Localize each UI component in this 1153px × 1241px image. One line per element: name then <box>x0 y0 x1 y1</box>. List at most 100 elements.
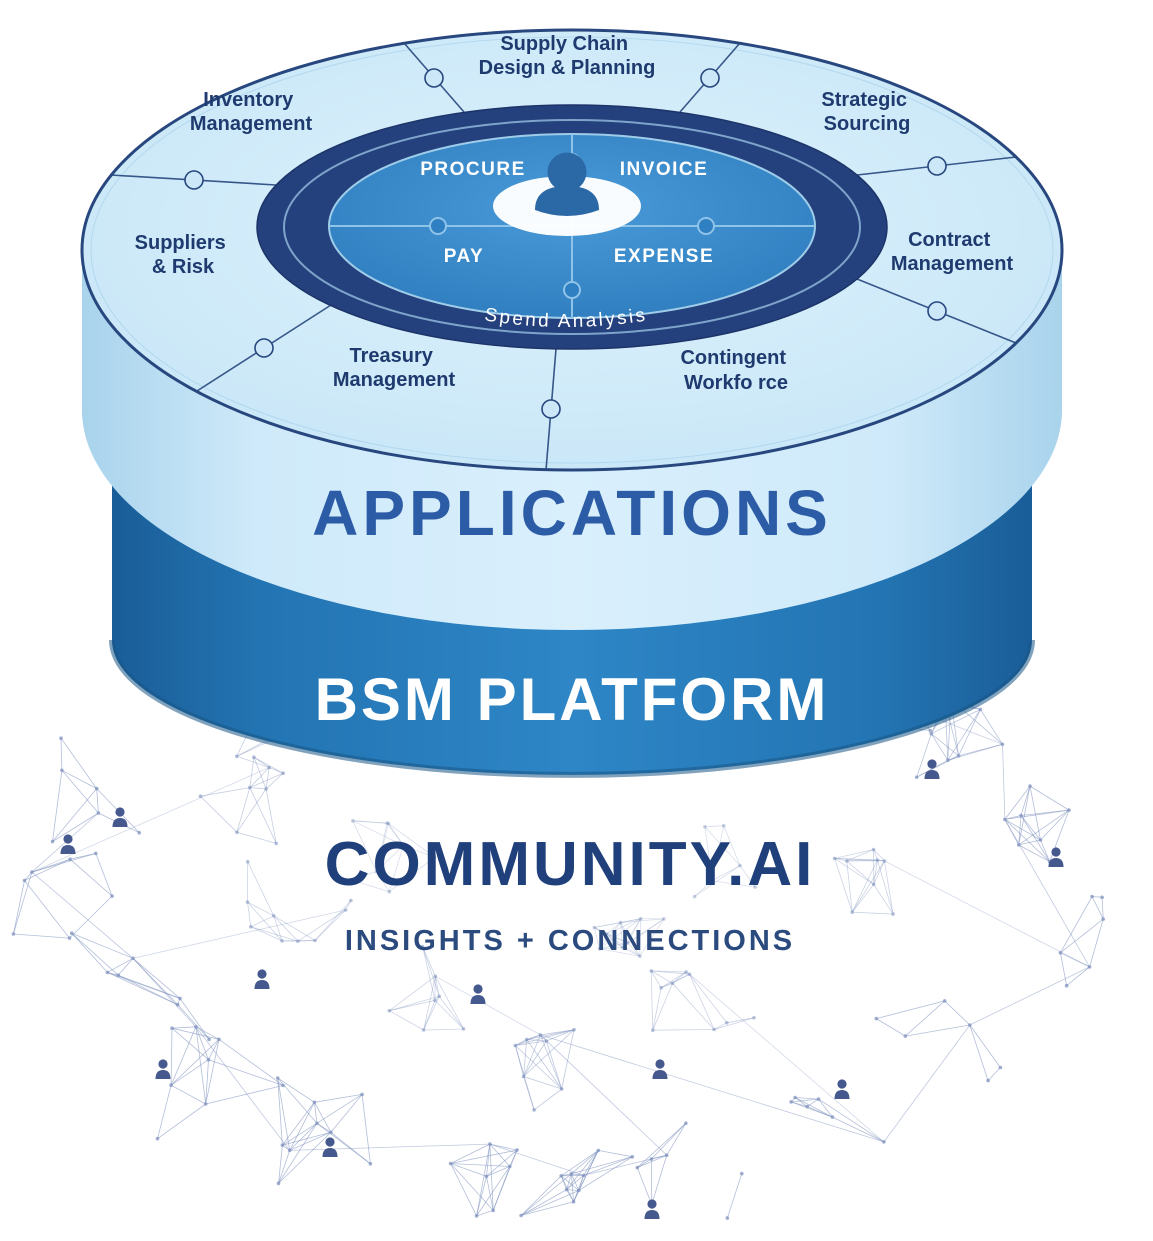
mesh-edge <box>944 1000 971 1026</box>
mesh-edge <box>249 787 277 844</box>
community-subtitle: INSIGHTS + CONNECTIONS <box>345 925 795 957</box>
mesh-edge <box>200 787 250 797</box>
mesh-edge <box>523 1034 541 1077</box>
mesh-edge <box>330 1131 371 1165</box>
applications-band-shape <box>82 250 1062 630</box>
segment-label-line: Design & Planning <box>479 57 656 79</box>
mesh-node <box>515 1148 519 1152</box>
mesh-node <box>789 1100 793 1104</box>
mesh-edge <box>1018 839 1041 846</box>
mesh-edge <box>195 1026 220 1040</box>
mesh-edge <box>883 1024 971 1143</box>
mesh-edge <box>704 826 741 866</box>
mesh-node <box>978 707 983 712</box>
puzzle-knob <box>184 170 204 190</box>
mesh-edge <box>423 976 436 1031</box>
mesh-edge <box>651 1155 668 1205</box>
mesh-edge <box>523 1040 547 1077</box>
mesh-edge <box>523 1039 528 1077</box>
puzzle-knob <box>429 217 447 235</box>
mesh-node <box>946 758 950 762</box>
mesh-edge <box>1004 819 1050 862</box>
mesh-edge <box>314 1102 332 1133</box>
mesh-edge <box>594 927 607 935</box>
mesh-node <box>1058 951 1063 955</box>
puzzle-knob <box>563 281 581 299</box>
mesh-edge <box>247 861 275 916</box>
mesh-edge <box>250 915 274 928</box>
mesh-edge <box>846 860 874 885</box>
mesh-edge <box>571 1156 633 1175</box>
mesh-node <box>871 882 876 887</box>
quadrant-label-procure: PROCURE <box>420 159 526 180</box>
segment-label-contract-management: Contract Management <box>891 229 1014 275</box>
person-node-icon <box>155 1059 171 1079</box>
mesh-edge <box>117 958 134 976</box>
segment-label-line: Suppliers <box>135 232 226 254</box>
mesh-node <box>1038 838 1043 842</box>
mesh-edge <box>660 971 687 989</box>
mesh-edge <box>249 767 270 788</box>
mesh-edge <box>726 1017 755 1024</box>
mesh-edge <box>1020 809 1070 816</box>
mesh-edge <box>450 1163 494 1211</box>
mesh-edge <box>489 1143 584 1176</box>
mesh-node <box>519 1213 523 1218</box>
core-ring-inner-line <box>283 119 861 335</box>
mesh-edge <box>704 826 713 881</box>
mesh-node <box>116 973 120 977</box>
mesh-node <box>491 1208 496 1213</box>
mesh-node <box>386 821 391 826</box>
mesh-node <box>687 972 692 976</box>
mesh-edge <box>533 1088 562 1111</box>
mesh-edge <box>1066 966 1090 987</box>
mesh-edge <box>107 972 181 999</box>
puzzle-knobs <box>184 68 947 419</box>
mesh-edge <box>637 1158 652 1168</box>
mesh-node <box>662 917 666 921</box>
segment-label-line: Inventory <box>203 89 294 111</box>
mesh-edge <box>873 884 894 915</box>
mesh-edge <box>627 918 642 943</box>
mesh-edge <box>520 1175 562 1216</box>
center-user-figure <box>493 152 641 236</box>
mesh-edge <box>345 900 352 911</box>
mesh-edge <box>486 1176 494 1211</box>
mesh-edge <box>573 1190 580 1202</box>
platform-band-bottom-edge <box>109 639 1035 778</box>
mesh-edge <box>834 858 874 885</box>
mesh-node <box>235 830 239 835</box>
mesh-node <box>618 920 623 925</box>
mesh-edge <box>520 1201 574 1216</box>
mesh-edge <box>289 1102 315 1151</box>
segment-label-line: Contract <box>908 229 991 251</box>
mesh-edge <box>916 759 948 778</box>
mesh-edge <box>1018 786 1031 845</box>
mesh-edge <box>1018 809 1070 846</box>
mesh-edge <box>253 757 267 790</box>
mesh-node <box>94 851 98 856</box>
mesh-node <box>532 1108 536 1112</box>
person-node-icon <box>470 984 486 1004</box>
mesh-node <box>110 894 114 898</box>
mesh-edge <box>31 767 270 873</box>
mesh-edge <box>606 933 628 944</box>
puzzle-knob <box>927 301 947 321</box>
mesh-node <box>235 754 239 759</box>
mesh-edge <box>132 909 346 959</box>
mesh-node <box>875 858 880 862</box>
mesh-edge <box>278 1123 318 1184</box>
mesh-edge <box>818 1098 885 1143</box>
platform-tier-label: BSM PLATFORM <box>315 666 830 733</box>
mesh-edge <box>277 1077 283 1146</box>
mesh-edge <box>422 946 436 977</box>
mesh-edge <box>96 788 99 814</box>
mesh-edge <box>712 880 756 888</box>
mesh-edge <box>278 1132 332 1184</box>
mesh-edge <box>71 932 119 976</box>
mesh-node <box>387 889 392 894</box>
mesh-edge <box>523 1076 562 1090</box>
mesh-edge <box>476 1166 511 1217</box>
segment-label-line: Management <box>333 369 456 391</box>
mesh-edge <box>13 880 25 935</box>
